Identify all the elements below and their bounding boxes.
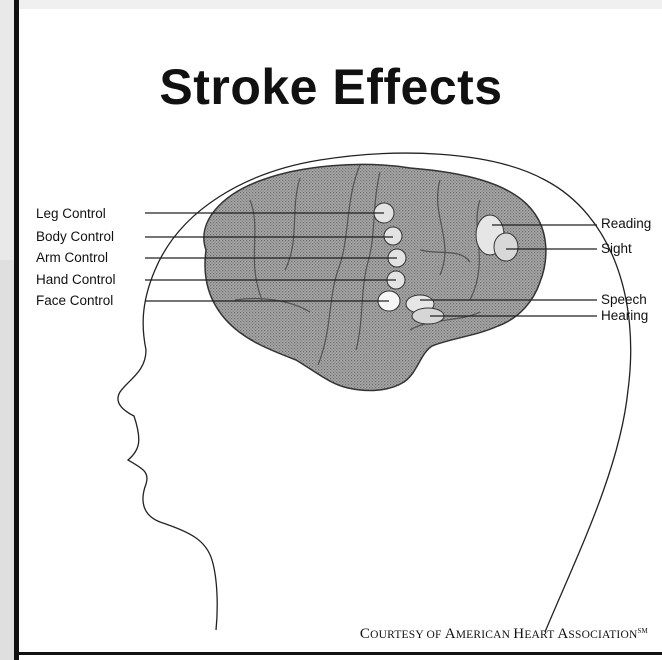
- label-reading: Reading: [601, 216, 651, 232]
- label-arm-control: Arm Control: [36, 250, 108, 266]
- label-leg-control: Leg Control: [36, 206, 106, 222]
- credit-letter: C: [360, 626, 370, 642]
- credit-text: OURTESY OF: [370, 629, 445, 641]
- credit-text: EART: [524, 629, 557, 641]
- label-body-control: Body Control: [36, 229, 114, 245]
- credit-letter: H: [513, 626, 524, 642]
- brain: [204, 164, 546, 390]
- credit-line: COURTESY OF AMERICAN HEART ASSOCIATIONSM: [360, 626, 648, 643]
- label-face-control: Face Control: [36, 293, 113, 309]
- credit-letter: A: [557, 626, 568, 642]
- label-hearing: Hearing: [601, 308, 648, 324]
- credit-text: SSOCIATION: [568, 629, 637, 641]
- page-title: Stroke Effects: [0, 58, 662, 116]
- label-hand-control: Hand Control: [36, 272, 116, 288]
- service-mark: SM: [637, 627, 648, 635]
- credit-letter: A: [445, 626, 456, 642]
- label-speech: Speech: [601, 292, 647, 308]
- label-sight: Sight: [601, 241, 632, 257]
- credit-text: MERICAN: [456, 629, 514, 641]
